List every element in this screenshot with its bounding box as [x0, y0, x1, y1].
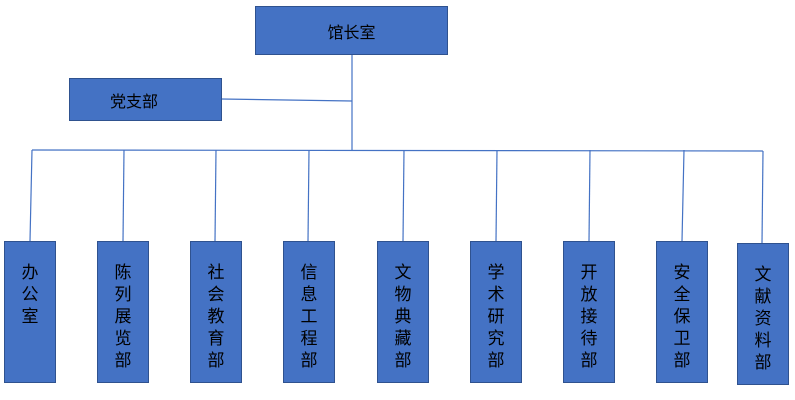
connector-drop-2	[122, 149, 125, 242]
connector-drop-6	[495, 149, 498, 242]
department-box: 学术研究部	[470, 241, 522, 383]
director-office-label: 馆长室	[327, 22, 376, 42]
department-label: 社会教育部	[207, 263, 225, 371]
department-label: 安全保卫部	[673, 263, 691, 371]
department-box: 文献资料部	[737, 243, 789, 385]
connector-drop-8	[681, 149, 685, 242]
department-box: 开放接待部	[563, 241, 615, 383]
party-branch-box: 党支部	[69, 78, 222, 121]
connector-drop-7	[588, 149, 591, 242]
director-office-box: 馆长室	[255, 6, 448, 55]
department-box: 办公室	[4, 241, 56, 383]
connector-drop-1	[29, 149, 33, 242]
department-label: 文献资料部	[754, 265, 772, 373]
department-box: 陈列展览部	[97, 241, 149, 383]
department-label: 学术研究部	[487, 263, 505, 371]
party-branch-label: 党支部	[110, 91, 159, 111]
department-label: 办公室	[21, 263, 39, 327]
department-box: 信息工程部	[283, 241, 335, 383]
department-label: 信息工程部	[300, 263, 318, 371]
connector-drop-3	[214, 149, 217, 242]
connector-drop-5	[402, 149, 405, 242]
department-box: 文物典藏部	[377, 241, 429, 383]
department-label: 开放接待部	[580, 263, 598, 371]
department-label: 陈列展览部	[114, 263, 132, 371]
connector-side	[220, 98, 353, 102]
connector-drop-9	[761, 150, 764, 244]
department-label: 文物典藏部	[394, 263, 412, 371]
connector-drop-4	[307, 149, 310, 242]
department-box: 安全保卫部	[656, 241, 708, 383]
department-box: 社会教育部	[190, 241, 242, 383]
connector-bus	[31, 149, 764, 152]
